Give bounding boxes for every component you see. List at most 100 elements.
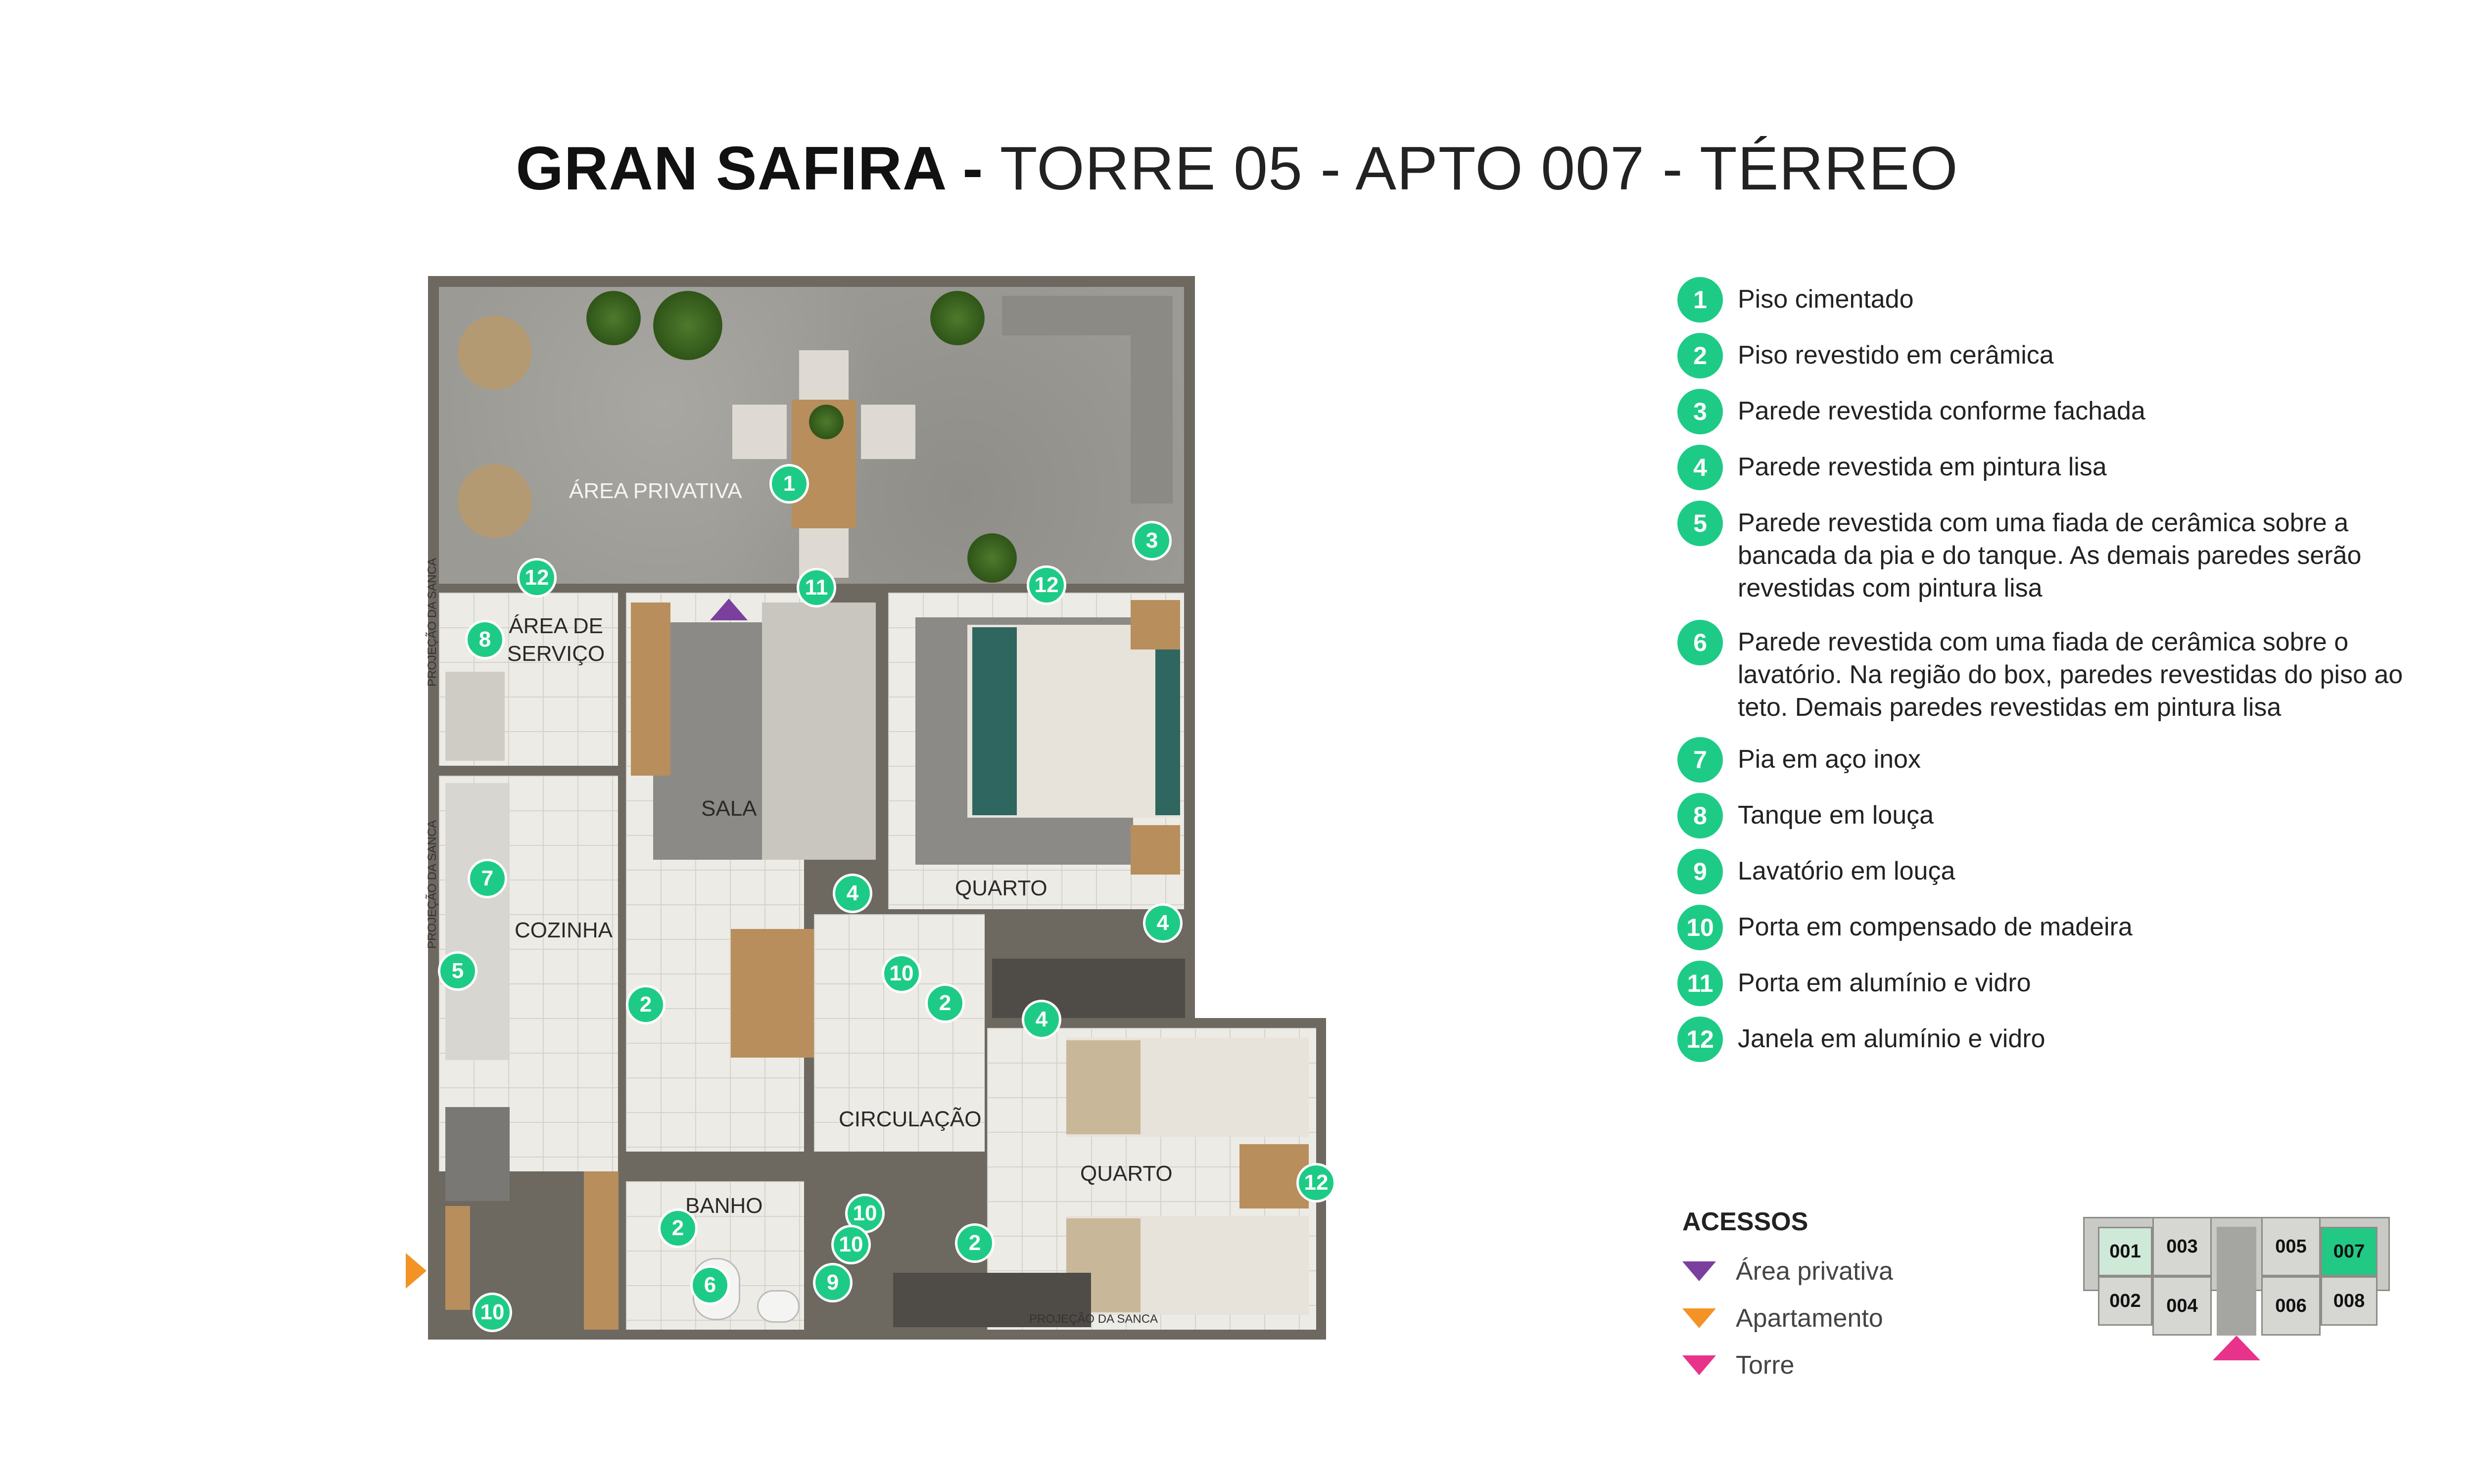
washing-machine: [445, 672, 505, 761]
unit-003: 003: [2152, 1217, 2212, 1276]
chair: [861, 405, 915, 459]
marker-4: 4: [1143, 903, 1183, 943]
label-projecao-1: PROJEÇÃO DA SANCA: [426, 557, 439, 687]
legend-text: Parede revestida com uma fiada de cerâmi…: [1738, 509, 2362, 603]
marker-10: 10: [473, 1293, 512, 1332]
unit-007: 007: [2321, 1227, 2378, 1276]
tv-rack: [631, 603, 670, 776]
title-unit: TORRE 05 - APTO 007 - TÉRREO: [983, 135, 1958, 203]
legend-item: 6 Parede revestida com uma fiada de cerâ…: [1677, 620, 2445, 724]
marker-6: 6: [690, 1265, 730, 1305]
legend-text: Piso cimentado: [1738, 285, 1914, 314]
legend-item: 7 Pia em aço inox: [1677, 737, 2445, 783]
sink: [757, 1290, 800, 1323]
legend-number: 6: [1677, 620, 1723, 665]
legend-text: Porta em compensado de madeira: [1738, 913, 2133, 941]
access-item: Área privativa: [1682, 1256, 1893, 1286]
bed-blanket: [972, 627, 1017, 815]
marker-10: 10: [831, 1225, 871, 1264]
access-item: Apartamento: [1682, 1303, 1883, 1333]
kitchen-counter: [445, 783, 510, 1060]
access-item: Torre: [1682, 1350, 1794, 1380]
legend-number: 5: [1677, 501, 1723, 546]
label-circulacao: CIRCULAÇÃO: [839, 1107, 982, 1131]
legend-item: 1 Piso cimentado: [1677, 277, 2445, 323]
legend-text: Piso revestido em cerâmica: [1738, 341, 2054, 370]
armchair: [458, 316, 532, 390]
access-title: ACESSOS: [1682, 1207, 1808, 1236]
marker-12: 12: [1296, 1163, 1336, 1203]
page-title: GRAN SAFIRA - TORRE 05 - APTO 007 - TÉRR…: [0, 134, 2474, 204]
legend-number: 9: [1677, 849, 1723, 894]
wardrobe: [992, 959, 1185, 1018]
nightstand: [1131, 825, 1180, 875]
chair: [732, 405, 787, 459]
triangle-icon: [1682, 1308, 1716, 1328]
legend-number: 4: [1677, 445, 1723, 490]
label-projecao-2: PROJEÇÃO DA SANCA: [426, 820, 439, 949]
access-label: Apartamento: [1736, 1304, 1883, 1333]
room-area-privativa: [439, 287, 1184, 584]
unit-006: 006: [2261, 1276, 2321, 1336]
bed-blanket: [1066, 1040, 1141, 1134]
key-plan: 001 002 003 004 005 006 007 008: [2083, 1187, 2400, 1365]
legend-number: 10: [1677, 905, 1723, 950]
unit-005: 005: [2261, 1217, 2321, 1276]
label-quarto-1: QUARTO: [955, 876, 1047, 900]
label-banho: BANHO: [685, 1194, 763, 1218]
marker-12: 12: [1027, 565, 1066, 605]
legend-number: 12: [1677, 1017, 1723, 1062]
marker-2: 2: [626, 985, 666, 1024]
legend-item: 4 Parede revestida em pintura lisa: [1677, 445, 2445, 490]
label-quarto-2: QUARTO: [1080, 1161, 1173, 1186]
legend-item: 8 Tanque em louça: [1677, 793, 2445, 838]
legend-text: Pia em aço inox: [1738, 745, 1921, 774]
armchair: [458, 464, 532, 538]
legend-text: Janela em alumínio e vidro: [1738, 1024, 2046, 1053]
legend-item: 3 Parede revestida conforme fachada: [1677, 389, 2445, 434]
marker-8: 8: [465, 620, 505, 659]
legend-number: 7: [1677, 737, 1723, 783]
legend-number: 8: [1677, 793, 1723, 838]
plant: [967, 533, 1017, 583]
legend-text: Parede revestida em pintura lisa: [1738, 453, 2107, 481]
label-area-servico: ÁREA DE SERVIÇO: [507, 614, 605, 666]
marker-2: 2: [955, 1223, 995, 1263]
unit-004: 004: [2152, 1276, 2212, 1336]
marker-10: 10: [882, 954, 921, 993]
plant: [653, 291, 722, 360]
legend-number: 2: [1677, 333, 1723, 378]
key-plan-core: [2217, 1227, 2256, 1336]
cabinet: [584, 1171, 618, 1330]
plant: [930, 291, 985, 345]
plant: [586, 291, 641, 345]
marker-4: 4: [833, 874, 872, 913]
marker-4: 4: [1022, 1000, 1061, 1039]
nightstand: [1131, 600, 1180, 649]
legend-item: 9 Lavatório em louça: [1677, 849, 2445, 894]
legend-text: Parede revestida com uma fiada de cerâmi…: [1738, 628, 2403, 722]
unit-002: 002: [2098, 1276, 2152, 1326]
legend-item: 5 Parede revestida com uma fiada de cerâ…: [1677, 501, 2445, 604]
access-label: Torre: [1736, 1351, 1795, 1380]
legend-number: 1: [1677, 277, 1723, 323]
wardrobe: [893, 1273, 1091, 1327]
legend-item: 10 Porta em compensado de madeira: [1677, 905, 2445, 950]
triangle-icon: [1682, 1355, 1716, 1375]
legend-item: 2 Piso revestido em cerâmica: [1677, 333, 2445, 378]
legend-number: 3: [1677, 389, 1723, 434]
marker-3: 3: [1132, 521, 1172, 560]
label-sala: SALA: [701, 796, 757, 821]
access-arrow-area-privativa: [710, 599, 748, 620]
legend-text: Tanque em louça: [1738, 801, 1934, 830]
outdoor-sofa: [1131, 296, 1173, 504]
headboard: [1155, 627, 1180, 815]
legend-text: Porta em alumínio e vidro: [1738, 969, 2031, 997]
access-arrow-apartamento: [406, 1253, 427, 1289]
legend-text: Parede revestida conforme fachada: [1738, 397, 2145, 425]
floor-plan: ÁREA PRIVATIVA ÁREA DE SERVIÇO COZINHA S…: [406, 276, 1336, 1340]
marker-5: 5: [438, 951, 477, 991]
marker-1: 1: [769, 464, 809, 504]
triangle-icon: [1682, 1261, 1716, 1281]
chair: [799, 350, 849, 400]
